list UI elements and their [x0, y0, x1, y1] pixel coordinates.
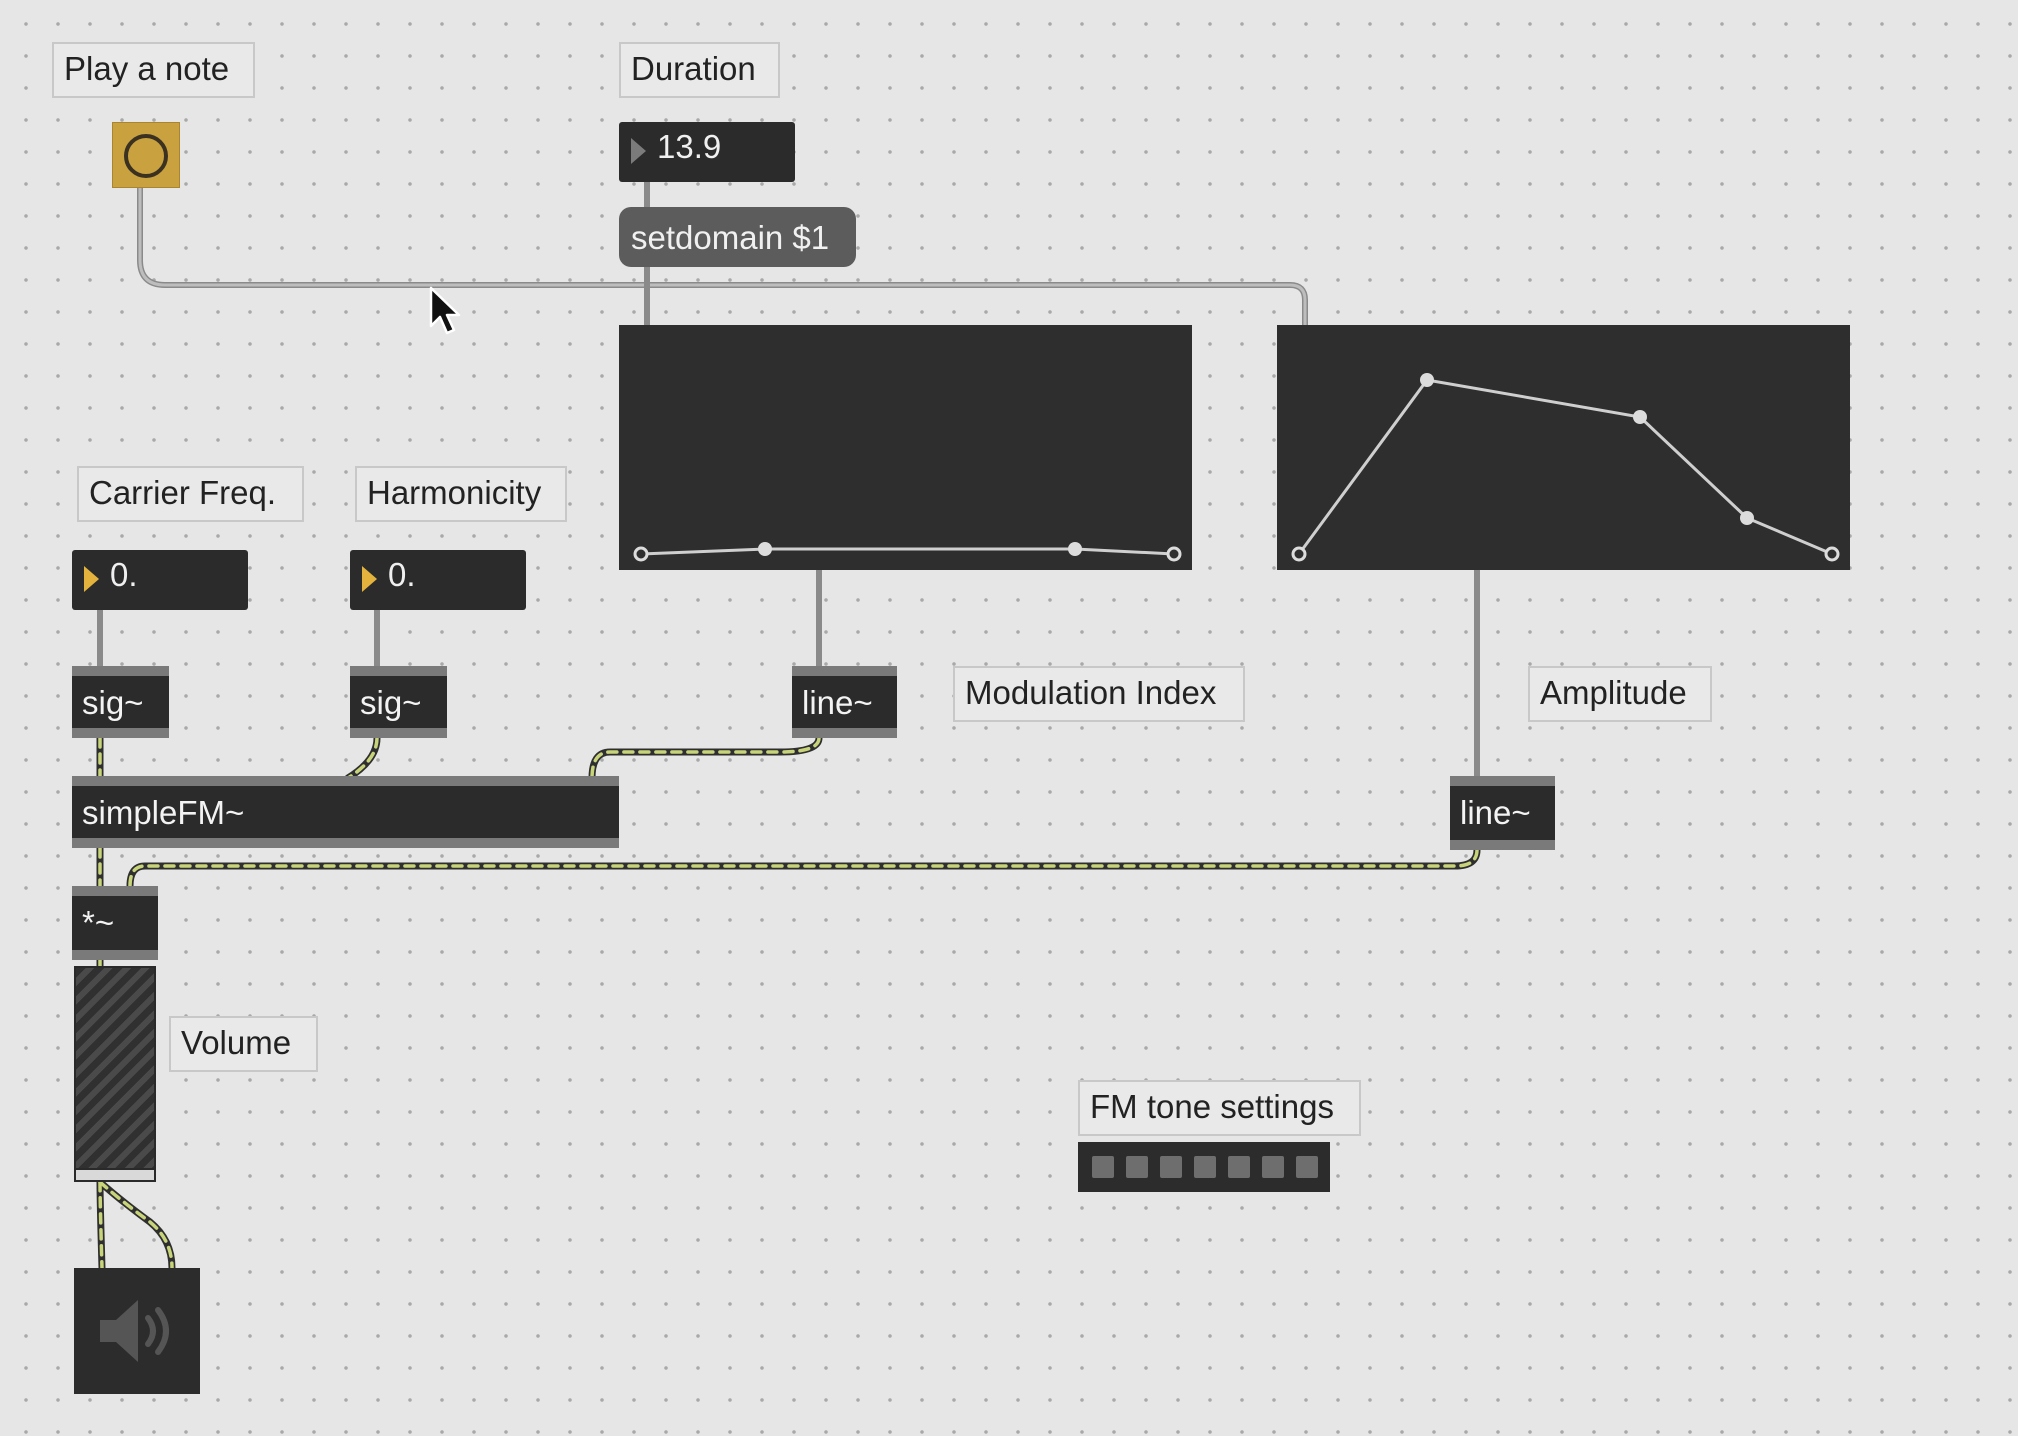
play-note-bang-button[interactable] [112, 122, 180, 188]
envelope-point[interactable] [1740, 511, 1754, 525]
duration-comment: Duration [619, 42, 780, 98]
preset-slot[interactable] [1296, 1156, 1318, 1178]
sig-carrier-object[interactable]: sig~ [72, 666, 169, 738]
envelope-point[interactable] [1291, 546, 1307, 562]
modulation-index-comment: Modulation Index [953, 666, 1245, 722]
carrier-freq-number-box[interactable]: 0. [72, 550, 248, 610]
speaker-icon [100, 1300, 169, 1362]
audio-output-dac-button[interactable] [74, 1268, 200, 1394]
envelope-point[interactable] [1824, 546, 1840, 562]
envelope-point[interactable] [1166, 546, 1182, 562]
envelope-point[interactable] [758, 542, 772, 556]
amplitude-comment: Amplitude [1528, 666, 1712, 722]
play-note-comment: Play a note [52, 42, 255, 98]
preset-slot[interactable] [1228, 1156, 1250, 1178]
line-amp-object[interactable]: line~ [1450, 776, 1555, 850]
simplefm-object[interactable]: simpleFM~ [72, 776, 619, 848]
envelope-point[interactable] [1633, 410, 1647, 424]
carrier-freq-value: 0. [110, 556, 138, 593]
number-triangle-icon [84, 566, 99, 592]
preset-slot[interactable] [1262, 1156, 1284, 1178]
mouse-pointer-icon [429, 286, 461, 335]
gain-slider-base [76, 1168, 154, 1180]
amplitude-envelope [1291, 373, 1840, 562]
preset-slot[interactable] [1194, 1156, 1216, 1178]
preset-slot[interactable] [1092, 1156, 1114, 1178]
number-triangle-icon [362, 566, 377, 592]
envelope-point[interactable] [633, 546, 649, 562]
sig-harmonicity-object[interactable]: sig~ [350, 666, 447, 738]
amplitude-function-editor[interactable] [1277, 325, 1850, 570]
volume-comment: Volume [169, 1016, 318, 1072]
bang-circle-icon [124, 134, 168, 178]
duration-value: 13.9 [657, 128, 722, 165]
fm-tone-settings-comment: FM tone settings [1078, 1080, 1361, 1136]
fm-tone-settings-preset[interactable] [1078, 1142, 1330, 1192]
carrier-freq-comment: Carrier Freq. [77, 466, 304, 522]
multiply-object[interactable]: *~ [72, 886, 158, 960]
modulation-index-envelope [633, 542, 1182, 562]
setdomain-message-button[interactable]: setdomain $1 [619, 207, 856, 267]
envelope-point[interactable] [1420, 373, 1434, 387]
preset-slot[interactable] [1126, 1156, 1148, 1178]
harmonicity-value: 0. [388, 556, 416, 593]
harmonicity-comment: Harmonicity [355, 466, 567, 522]
number-triangle-icon [631, 138, 646, 164]
duration-number-box[interactable]: 13.9 [619, 122, 795, 182]
preset-slot[interactable] [1160, 1156, 1182, 1178]
line-mod-object[interactable]: line~ [792, 666, 897, 738]
harmonicity-number-box[interactable]: 0. [350, 550, 526, 610]
volume-gain-slider[interactable] [74, 966, 156, 1182]
modulation-index-function-editor[interactable] [619, 325, 1192, 570]
envelope-point[interactable] [1068, 542, 1082, 556]
